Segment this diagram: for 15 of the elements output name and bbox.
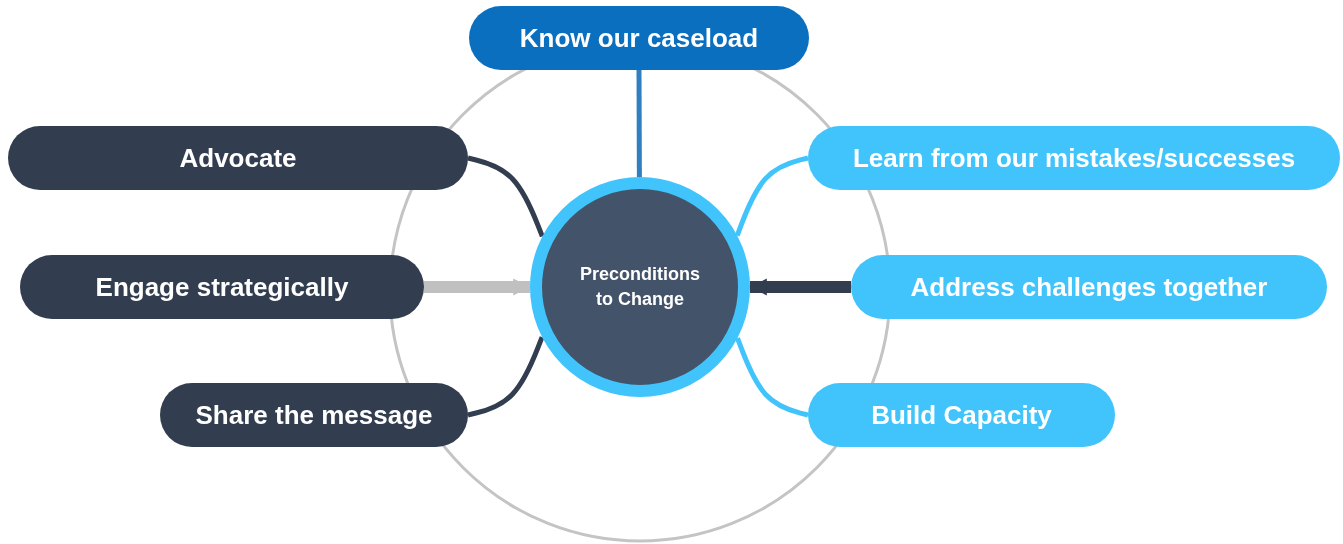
striped-arrow bbox=[424, 278, 530, 296]
node-label: Build Capacity bbox=[871, 399, 1052, 431]
connector-line bbox=[735, 337, 809, 418]
node-label: Share the message bbox=[195, 399, 433, 431]
node-label: Address challenges together bbox=[910, 271, 1268, 303]
connector-line bbox=[467, 336, 545, 418]
node-label: Advocate bbox=[179, 142, 297, 174]
striped-arrow bbox=[750, 278, 851, 296]
node-label: Learn from our mistakes/successes bbox=[852, 142, 1296, 174]
node-label: Engage strategically bbox=[95, 271, 349, 303]
connector-line bbox=[636, 70, 642, 177]
connector-line bbox=[734, 155, 809, 237]
connector-line bbox=[467, 155, 545, 238]
node-label: Preconditions to Change bbox=[579, 262, 701, 311]
node-label: Know our caseload bbox=[519, 22, 759, 54]
